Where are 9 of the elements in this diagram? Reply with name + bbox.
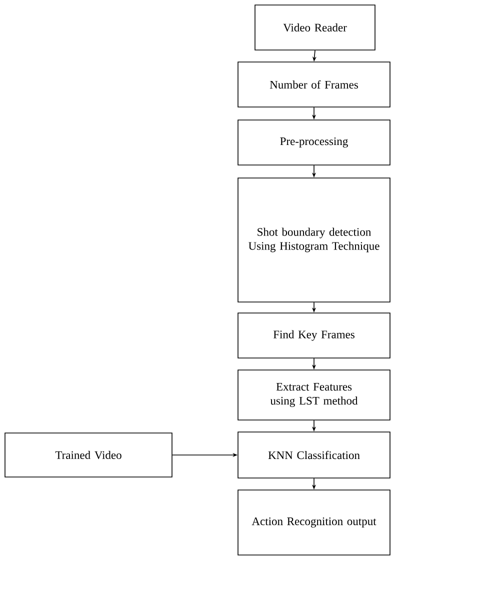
- process-box: Video Reader: [254, 4, 376, 50]
- process-box: Trained Video: [4, 432, 172, 478]
- process-box: Action Recognition output: [238, 490, 390, 556]
- process-box: KNN Classification: [238, 432, 390, 478]
- process-box: Find Key Frames: [238, 312, 390, 358]
- process-box: Pre-processing: [238, 120, 390, 166]
- process-box: Extract Features using LST method: [238, 370, 390, 420]
- process-box: Number of Frames: [238, 62, 390, 108]
- process-box: Shot boundary detection Using Histogram Technique: [238, 178, 390, 302]
